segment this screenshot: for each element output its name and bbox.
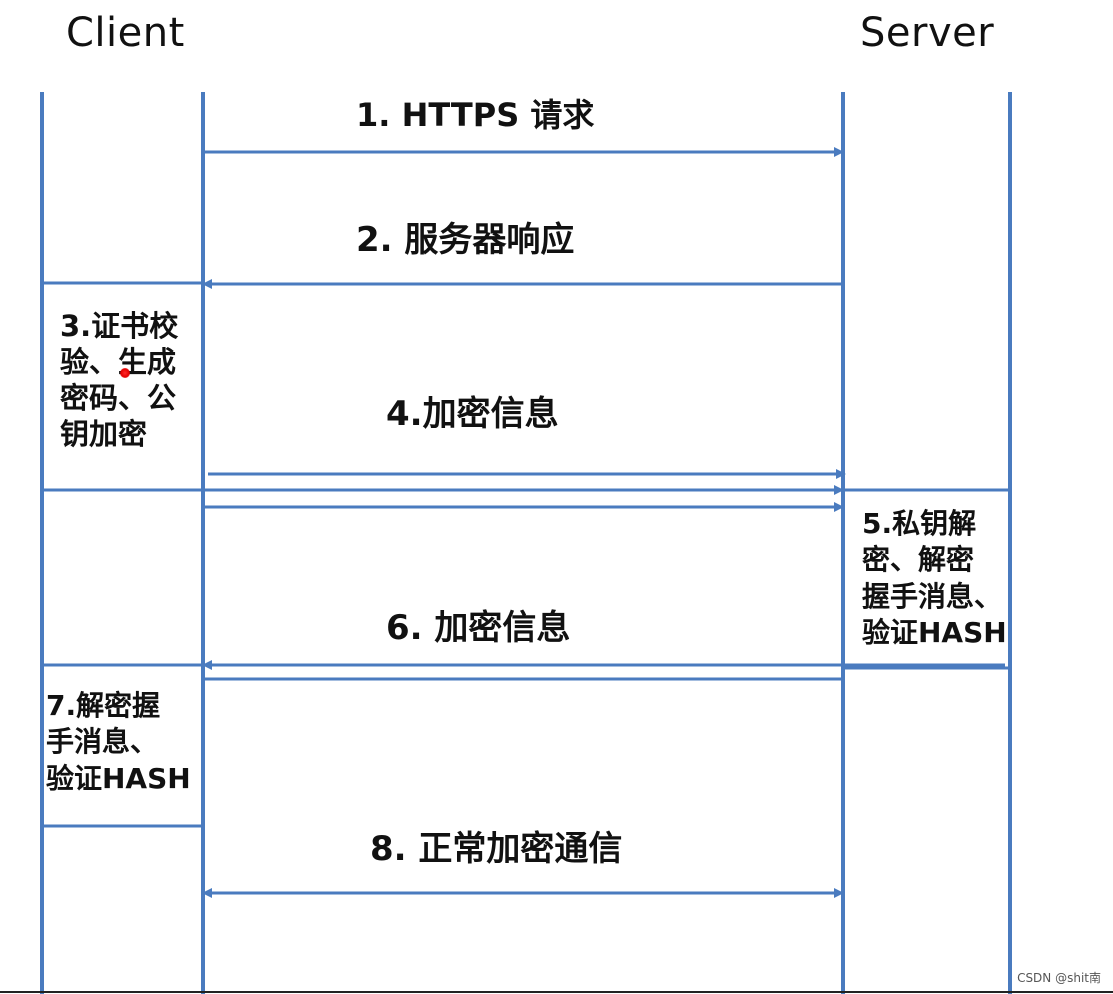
message-1-label: 1. HTTPS 请求: [356, 96, 595, 134]
message-6-label: 6. 加密信息: [386, 608, 571, 648]
message-4-label: 4.加密信息: [386, 394, 559, 434]
client-lane-title: Client: [66, 10, 185, 56]
pointer-dot-icon: [120, 368, 130, 378]
message-2-label: 2. 服务器响应: [356, 220, 575, 260]
server-lane-title: Server: [860, 10, 995, 56]
note-3-client-processing: 3.证书校 验、生成 密码、公 钥加密: [60, 309, 179, 451]
note-5-server-processing: 5.私钥解 密、解密 握手消息、 验证HASH: [862, 507, 1007, 650]
note-7-client-verify: 7.解密握 手消息、 验证HASH: [46, 689, 191, 795]
watermark: CSDN @shit南: [1017, 971, 1101, 985]
message-8-label: 8. 正常加密通信: [370, 829, 623, 869]
